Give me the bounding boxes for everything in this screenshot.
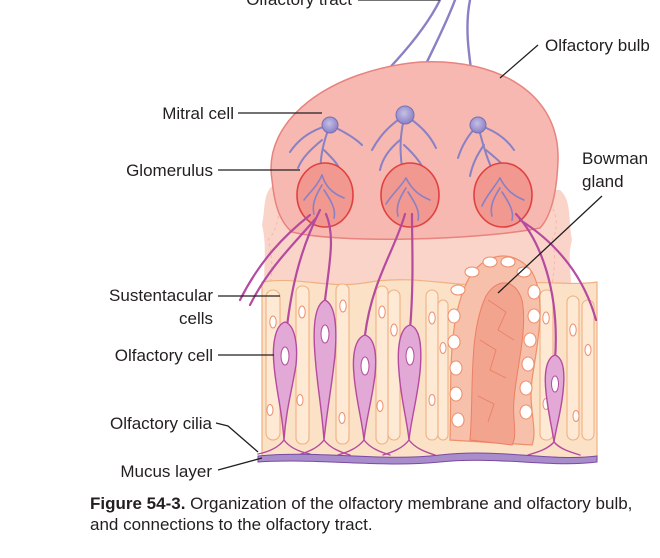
label-olfactory-cell: Olfactory cell [115,346,213,365]
label-mitral-cell: Mitral cell [162,104,234,123]
label-mucus-layer: Mucus layer [120,462,212,481]
leader-olfactory-cilia [215,422,259,453]
figure-number: Figure 54-3. [90,494,186,513]
mitral-cell-soma-2 [395,105,415,125]
label-olfactory-cilia: Olfactory cilia [110,414,213,433]
olfactory-cilia [257,439,581,456]
mitral-cell-soma-1 [321,116,339,134]
leader-bowman-gland [497,195,603,294]
glomerulus-3 [473,162,533,228]
glomerulus-1 [296,162,354,228]
label-leaders [215,0,603,471]
olfactory-nerve-axons [238,208,598,362]
mitral-cell-somas [321,105,487,134]
figure-caption: Figure 54-3. Organization of the olfacto… [90,493,660,535]
bowman-gland-duct-cells [447,256,541,428]
label-bowman-line2: gland [582,172,624,191]
glomerular-dendrite-tufts [303,174,525,221]
leader-mucus-layer [217,457,263,471]
mitral-cell-soma-3 [469,116,487,134]
label-olfactory-tract: Olfactory tract [246,0,352,9]
label-glomerulus: Glomerulus [126,161,213,180]
label-sustentacular-line1: Sustentacular [109,286,213,305]
figure-caption-text: Organization of the olfactory membrane a… [90,494,633,534]
label-bowman-line1: Bowman [582,149,648,168]
mucus-layer [257,452,598,465]
labels: Olfactory tract Olfactory bulb Mitral ce… [109,0,650,481]
label-olfactory-bulb: Olfactory bulb [545,36,650,55]
bowman-gland [447,255,541,446]
label-sustentacular-line2: cells [179,309,213,328]
leader-olfactory-bulb [499,44,539,79]
olfactory-cell-nuclei [280,324,559,393]
olfactory-receptor-cells [272,299,565,443]
